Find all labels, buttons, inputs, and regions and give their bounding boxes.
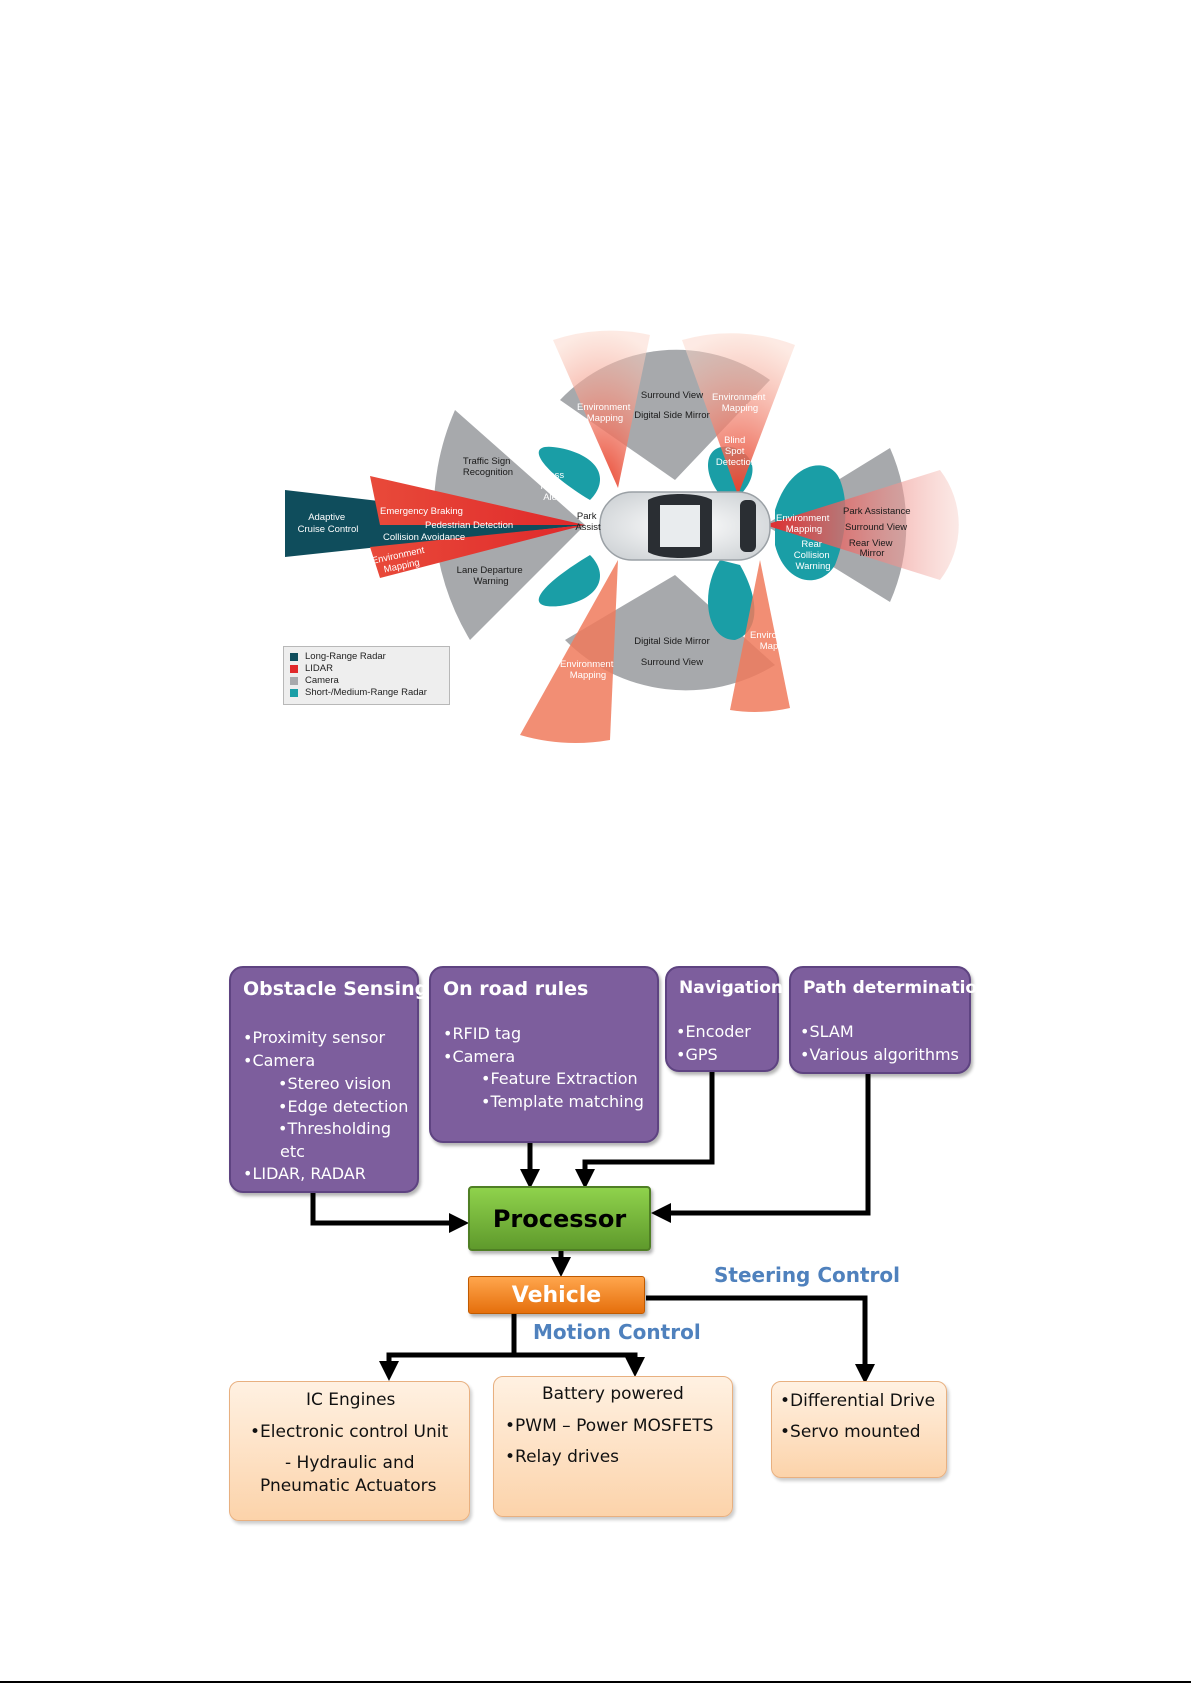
path-determination-box: Path determination •SLAM •Various algori… — [789, 966, 989, 1074]
obstacle-sensing-title: Obstacle Sensing — [243, 978, 429, 1000]
list-item: •Template matching — [481, 1092, 644, 1111]
arrow-vehicle-to-ic — [379, 1352, 514, 1381]
processor-box: Processor — [468, 1186, 651, 1251]
list-item: •PWM – Power MOSFETS — [505, 1416, 714, 1436]
legend-swatch — [290, 689, 298, 697]
label-digital-side-mirror-top: Digital Side Mirror — [634, 410, 710, 421]
label-env-mapping-top-left: Environment Mapping — [577, 402, 633, 424]
label-park-assist: Park Assist — [575, 511, 601, 533]
legend-item-lidar: LIDAR — [290, 663, 443, 675]
list-item: •GPS — [676, 1045, 718, 1064]
list-item: •Camera — [243, 1051, 316, 1070]
legend-item-long-range-radar: Long-Range Radar — [290, 651, 443, 663]
label-env-mapping-bottom-right: Environment Mapping — [750, 630, 806, 652]
label-blind-spot: Blind Spot Detection — [716, 435, 756, 468]
arrow-vehicle-to-battery — [511, 1314, 645, 1377]
legend-label: Short-/Medium-Range Radar — [305, 687, 427, 698]
list-item: •Servo mounted — [780, 1422, 921, 1442]
list-item: •RFID tag — [443, 1024, 522, 1043]
label-env-mapping-top-right: Environment Mapping — [712, 392, 768, 414]
legend-item-short-medium-radar: Short-/Medium-Range Radar — [290, 687, 443, 699]
label-pedestrian-detection: Pedestrian Detection — [425, 520, 513, 531]
battery-powered-title: Battery powered — [542, 1384, 684, 1404]
list-item: etc — [280, 1142, 305, 1161]
label-adaptive-cruise: Adaptive Cruise Control — [298, 512, 359, 535]
label-park-assistance: Park Assistance — [843, 506, 911, 517]
label-lane-departure: Lane Departure Warning — [457, 565, 526, 587]
list-item: •Stereo vision — [278, 1074, 392, 1093]
list-item: •Proximity sensor — [243, 1028, 386, 1047]
label-collision-avoidance: Collision Avoidance — [383, 532, 465, 543]
label-surround-view-bottom: Surround View — [641, 657, 703, 668]
legend-swatch — [290, 665, 298, 673]
list-item: •Thresholding — [278, 1119, 392, 1138]
arrow-vehicle-to-drive — [646, 1295, 875, 1384]
legend-label: LIDAR — [305, 663, 333, 674]
vehicle-box: Vehicle — [468, 1276, 645, 1314]
obstacle-sensing-box: Obstacle Sensing •Proximity sensor •Came… — [229, 966, 428, 1193]
list-item: •Feature Extraction — [481, 1069, 638, 1088]
path-determination-title: Path determination — [803, 978, 990, 998]
lidar-beam-front-bottom — [370, 525, 585, 578]
lidar-beam-rear — [765, 470, 959, 580]
lidar-beam-top-left — [553, 330, 650, 488]
label-env-mapping-rear: Environment Mapping — [776, 513, 832, 535]
lidar-beam-bottom-left — [520, 560, 618, 743]
lidar-beam-front-top — [370, 476, 585, 525]
ic-engines-box: IC Engines •Electronic control Unit - Hy… — [229, 1381, 470, 1521]
label-digital-side-mirror-bottom: Digital Side Mirror — [634, 636, 710, 647]
list-item: - Hydraulic and — [285, 1453, 415, 1473]
list-item: •Electronic control Unit — [250, 1422, 449, 1442]
list-item: •Camera — [443, 1047, 516, 1066]
list-item: •Relay drives — [505, 1447, 620, 1467]
label-emergency-braking: Emergency Braking — [380, 506, 463, 517]
legend-item-camera: Camera — [290, 675, 443, 687]
page-bottom-rule — [0, 1681, 1191, 1683]
label-cross-traffic: Cross Traffic Alert — [539, 470, 568, 503]
car-top-view — [599, 491, 771, 561]
steering-control-label: Steering Control — [714, 1263, 901, 1287]
lidar-beam-top-right — [682, 333, 795, 495]
list-item: •Differential Drive — [780, 1391, 936, 1411]
legend-label: Camera — [305, 675, 339, 686]
arrow-navigation-to-processor — [575, 1072, 715, 1189]
legend-swatch — [290, 653, 298, 661]
navigation-box: Navigation •Encoder •GPS — [665, 966, 783, 1072]
label-rear-collision: Rear Collision Warning — [794, 539, 833, 572]
radar-blob-bottom-right — [708, 560, 755, 640]
radar-blob-front-bottom — [538, 555, 600, 607]
label-traffic-sign: Traffic Sign Recognition — [463, 456, 513, 478]
sensor-legend: Long-Range Radar LIDAR Camera Short-/Med… — [283, 646, 450, 705]
label-surround-view-right: Surround View — [845, 522, 907, 533]
ic-engines-title: IC Engines — [306, 1390, 396, 1410]
label-rear-view-mirror: Rear View Mirror — [849, 538, 895, 559]
sensor-coverage-figure: Adaptive Cruise Control Emergency Brakin… — [285, 330, 959, 743]
drive-box: •Differential Drive •Servo mounted — [771, 1381, 947, 1478]
list-item: •Various algorithms — [800, 1045, 959, 1064]
camera-wedge-bottom — [565, 575, 775, 691]
list-item: •LIDAR, RADAR — [243, 1164, 366, 1183]
motion-control-label: Motion Control — [533, 1320, 701, 1344]
arrow-path-to-processor — [651, 1074, 871, 1223]
radar-blob-front-top — [538, 446, 600, 500]
list-item: •Encoder — [676, 1022, 751, 1041]
arrow-obstacle-to-processor — [310, 1193, 469, 1233]
label-surround-view-top: Surround View — [641, 390, 703, 401]
battery-powered-box: Battery powered •PWM – Power MOSFETS •Re… — [493, 1376, 733, 1517]
legend-label: Long-Range Radar — [305, 651, 386, 662]
label-env-mapping-bottom-left: Environment Mapping — [560, 659, 616, 681]
lidar-beam-bottom-right — [730, 560, 790, 712]
road-rules-title: On road rules — [443, 978, 589, 1000]
road-rules-box: On road rules •RFID tag •Camera •Feature… — [429, 966, 659, 1143]
list-item: Pneumatic Actuators — [260, 1476, 437, 1496]
list-item: •Edge detection — [278, 1097, 409, 1116]
legend-swatch — [290, 677, 298, 685]
list-item: •SLAM — [800, 1022, 854, 1041]
navigation-title: Navigation — [679, 978, 783, 998]
